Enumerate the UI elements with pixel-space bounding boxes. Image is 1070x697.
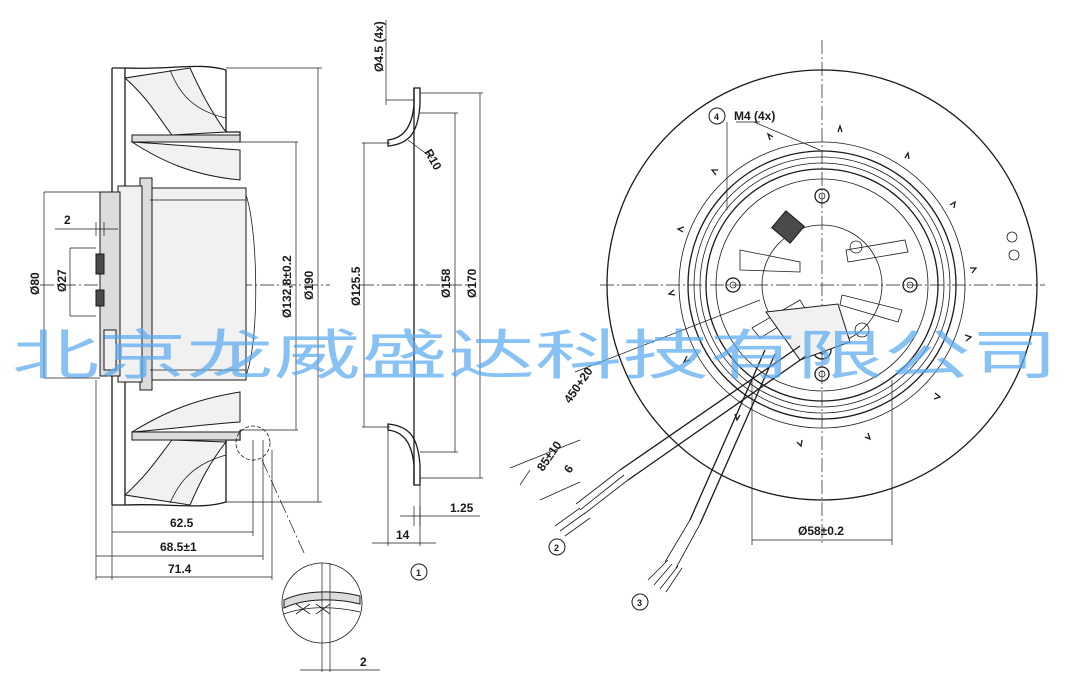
thick-1-25-label: 1.25 bbox=[450, 501, 474, 515]
dia-190-label: Ø190 bbox=[302, 270, 316, 300]
callout-4-label: 4 bbox=[714, 112, 719, 122]
dia-27-label: Ø27 bbox=[55, 269, 69, 292]
dia-125-5-label: Ø125.5 bbox=[349, 266, 363, 306]
depth-14-label: 14 bbox=[396, 528, 410, 542]
dia-58-label: Ø58±0.2 bbox=[798, 524, 844, 538]
len-62-5-label: 62.5 bbox=[170, 516, 194, 530]
dia-80-label: Ø80 bbox=[28, 272, 42, 295]
detail-dim-2-label: 2 bbox=[360, 655, 367, 669]
dia-170-label: Ø170 bbox=[465, 268, 479, 298]
dia-4-5-label: Ø4.5 (4x) bbox=[372, 21, 386, 72]
dia-132-label: Ø132,8±0.2 bbox=[280, 255, 294, 318]
radius-10-label: R10 bbox=[421, 147, 444, 173]
section-view: Ø4.5 (4x) R10 Ø125.5 Ø158 Ø170 1.25 14 1 bbox=[349, 20, 483, 581]
dia-158-label: Ø158 bbox=[439, 268, 453, 298]
strip-6-label: 6 bbox=[561, 462, 576, 476]
callout-3-label: 3 bbox=[637, 598, 642, 608]
callout-1-label: 1 bbox=[416, 568, 421, 578]
dim-2-top: 2 bbox=[64, 213, 71, 227]
thread-m4-label: M4 (4x) bbox=[734, 109, 775, 123]
callout-2-label: 2 bbox=[554, 543, 559, 553]
watermark-text: 北京龙威盛达科技有限公司 bbox=[12, 324, 1058, 387]
len-71-4-label: 71.4 bbox=[168, 562, 192, 576]
len-68-5-label: 68.5±1 bbox=[160, 540, 197, 554]
side-view: 2 Ø80 Ø27 Ø132,8±0.2 Ø190 62.5 68.5±1 71… bbox=[28, 65, 380, 672]
cable-85-label: 85±10 bbox=[534, 438, 565, 474]
